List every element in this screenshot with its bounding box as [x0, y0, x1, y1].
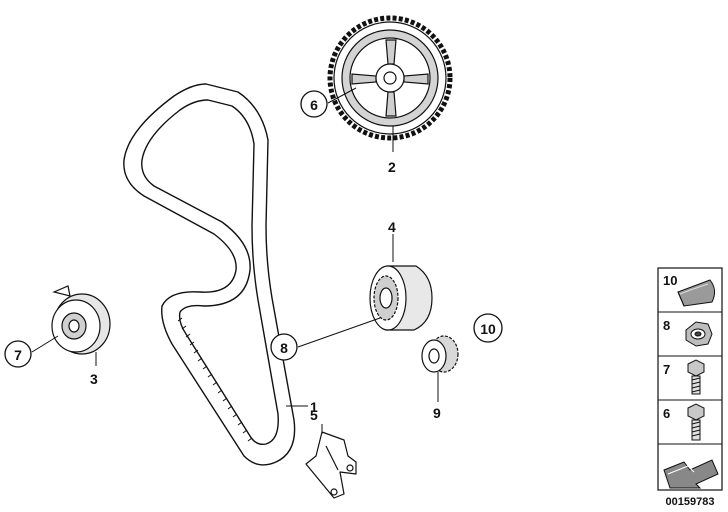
- circled-callout-6: 6: [300, 90, 328, 118]
- diagram-code: 00159783: [666, 496, 715, 508]
- callout-3: 3: [90, 371, 98, 387]
- belt-inner: [141, 99, 279, 446]
- hex-nut-icon: [685, 321, 713, 347]
- callouts: 1 2 3 4 5 9 6 7 8 10: [4, 90, 503, 423]
- legend-label: 8: [663, 318, 670, 333]
- parts-legend: 10 8 7 6: [657, 267, 723, 491]
- svg-text:7: 7: [14, 347, 22, 363]
- svg-text:10: 10: [480, 321, 496, 337]
- legend-label: 7: [663, 362, 670, 377]
- legend-item-10: 10: [663, 273, 716, 307]
- timing-belt: [123, 83, 296, 466]
- view-arrow-icon: [663, 459, 719, 489]
- belt-tensioner: [51, 285, 111, 355]
- callout-4: 4: [388, 219, 396, 235]
- sprocket-spokes: [351, 39, 429, 117]
- circled-callout-7: 7: [4, 340, 32, 368]
- legend-item-8: 8: [663, 318, 713, 347]
- svg-text:8: 8: [280, 340, 288, 356]
- bolt-icon: [687, 403, 705, 441]
- legend-label: 6: [663, 406, 670, 421]
- legend-item-6: 6: [663, 403, 705, 441]
- circled-callout-8: 8: [270, 333, 298, 361]
- callout-2: 2: [388, 159, 396, 175]
- idler-pulley: [369, 265, 433, 331]
- bolt-icon: [687, 359, 705, 395]
- woodruff-key-icon: [677, 279, 716, 307]
- belt-guide-bracket: [305, 431, 357, 499]
- svg-text:6: 6: [310, 97, 318, 113]
- legend-label: 10: [663, 273, 677, 288]
- callout-1: 1: [310, 399, 318, 415]
- camshaft-sprocket: [327, 15, 453, 141]
- belt-teeth: [177, 317, 253, 442]
- leader-lines: [31, 87, 439, 434]
- callout-9: 9: [433, 405, 441, 421]
- callout-5: 5: [310, 407, 318, 423]
- crankshaft-gear: [421, 335, 459, 373]
- circled-callout-10: 10: [473, 313, 503, 343]
- legend-item-7: 7: [663, 359, 705, 395]
